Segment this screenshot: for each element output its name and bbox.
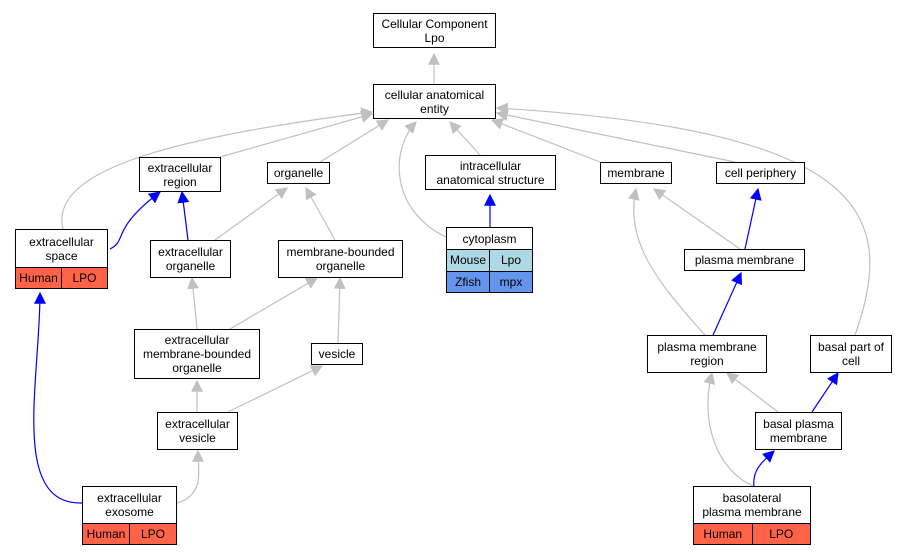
edge-exregion-to-cae	[219, 111, 374, 158]
edge-basalpm-to-pmregion	[726, 372, 779, 413]
edge-basolateral-to-pmregion	[703, 371, 756, 488]
edge-exosome-to-exspace	[33, 291, 83, 504]
edge-pmregion-to-pm	[712, 271, 743, 336]
node-membrane[interactable]: membrane	[600, 162, 672, 184]
node-cellular-anatomical-entity[interactable]: cellular anatomical entity	[373, 84, 496, 119]
node-basolateral-plasma-membrane[interactable]: basolateral plasma membrane Human LPO	[693, 486, 811, 545]
node-plasma-membrane-region[interactable]: plasma membrane region	[647, 335, 767, 373]
node-extracellular-region[interactable]: extracellular region	[139, 157, 221, 192]
edge-organelle-to-cae	[319, 119, 390, 163]
edge-basalpart-to-cae	[495, 102, 871, 336]
node-intracellular-anatomical-structure[interactable]: intracellular anatomical structure	[425, 155, 556, 190]
annotation-gene: LPO	[62, 268, 107, 288]
node-title: basolateral plasma membrane	[694, 487, 810, 523]
edge-exmbo-to-mbo	[229, 277, 319, 330]
node-cellular-component-root[interactable]: Cellular Component Lpo	[373, 13, 496, 48]
node-extracellular-vesicle[interactable]: extracellular vesicle	[157, 412, 238, 450]
annotation-gene: LPO	[130, 524, 176, 544]
annotation-species: Zfish	[447, 271, 489, 292]
node-title: cytoplasm	[447, 228, 532, 249]
edge-pmregion-to-membrane	[627, 187, 706, 336]
edge-exorganelle-to-organelle	[214, 187, 288, 241]
node-cytoplasm[interactable]: cytoplasm Mouse Lpo Zfish mpx	[446, 227, 533, 293]
annotation-species: Human	[16, 268, 61, 288]
node-basal-part-of-cell[interactable]: basal part of cell	[810, 335, 892, 373]
annotation-species: Mouse	[447, 250, 489, 271]
node-organelle[interactable]: organelle	[267, 162, 330, 184]
edge-pm-to-cellperiphery	[744, 187, 762, 250]
edge-ias-to-cae	[449, 121, 481, 156]
edge-exspace-to-exregion	[109, 191, 161, 250]
annotation-gene: Lpo	[490, 250, 532, 271]
edge-exspace-to-cae	[61, 107, 374, 230]
edge-exosome-to-exvesicle	[176, 449, 205, 504]
annotation-gene: LPO	[752, 524, 810, 544]
edge-exmbo-to-exorganelle	[187, 276, 200, 330]
edge-exorganelle-to-exregion	[177, 190, 190, 241]
edge-pm-to-membrane	[653, 188, 741, 250]
annotation-species: Human	[83, 524, 129, 544]
edge-mbo-to-organelle	[305, 186, 336, 241]
annotation-species: Human	[694, 524, 752, 544]
node-title: extracellular space	[16, 230, 107, 267]
node-plasma-membrane[interactable]: plasma membrane	[684, 249, 805, 271]
edge-cellperiphery-to-cae	[495, 109, 736, 163]
node-extracellular-exosome[interactable]: extracellular exosome Human LPO	[82, 486, 177, 545]
edge-exvesicle-to-vesicle	[227, 365, 324, 413]
node-cell-periphery[interactable]: cell periphery	[716, 162, 805, 184]
node-vesicle[interactable]: vesicle	[311, 343, 363, 365]
edge-membrane-to-cae	[490, 118, 601, 163]
edge-vesicle-to-mbo	[333, 276, 346, 344]
node-extracellular-organelle[interactable]: extracellular organelle	[150, 240, 231, 278]
edge-basolateral-to-basalpm	[753, 450, 775, 488]
annotation-gene: mpx	[490, 271, 532, 292]
node-title: extracellular exosome	[83, 487, 176, 523]
node-extracellular-membrane-bounded-organelle[interactable]: extracellular membrane-bounded organelle	[134, 329, 260, 379]
edge-basalpm-to-basalpart	[811, 372, 839, 413]
edge-cytoplasm-to-cae	[398, 121, 447, 238]
node-membrane-bounded-organelle[interactable]: membrane-bounded organelle	[278, 240, 403, 278]
node-basal-plasma-membrane[interactable]: basal plasma membrane	[755, 412, 842, 450]
node-extracellular-space[interactable]: extracellular space Human LPO	[15, 229, 108, 289]
